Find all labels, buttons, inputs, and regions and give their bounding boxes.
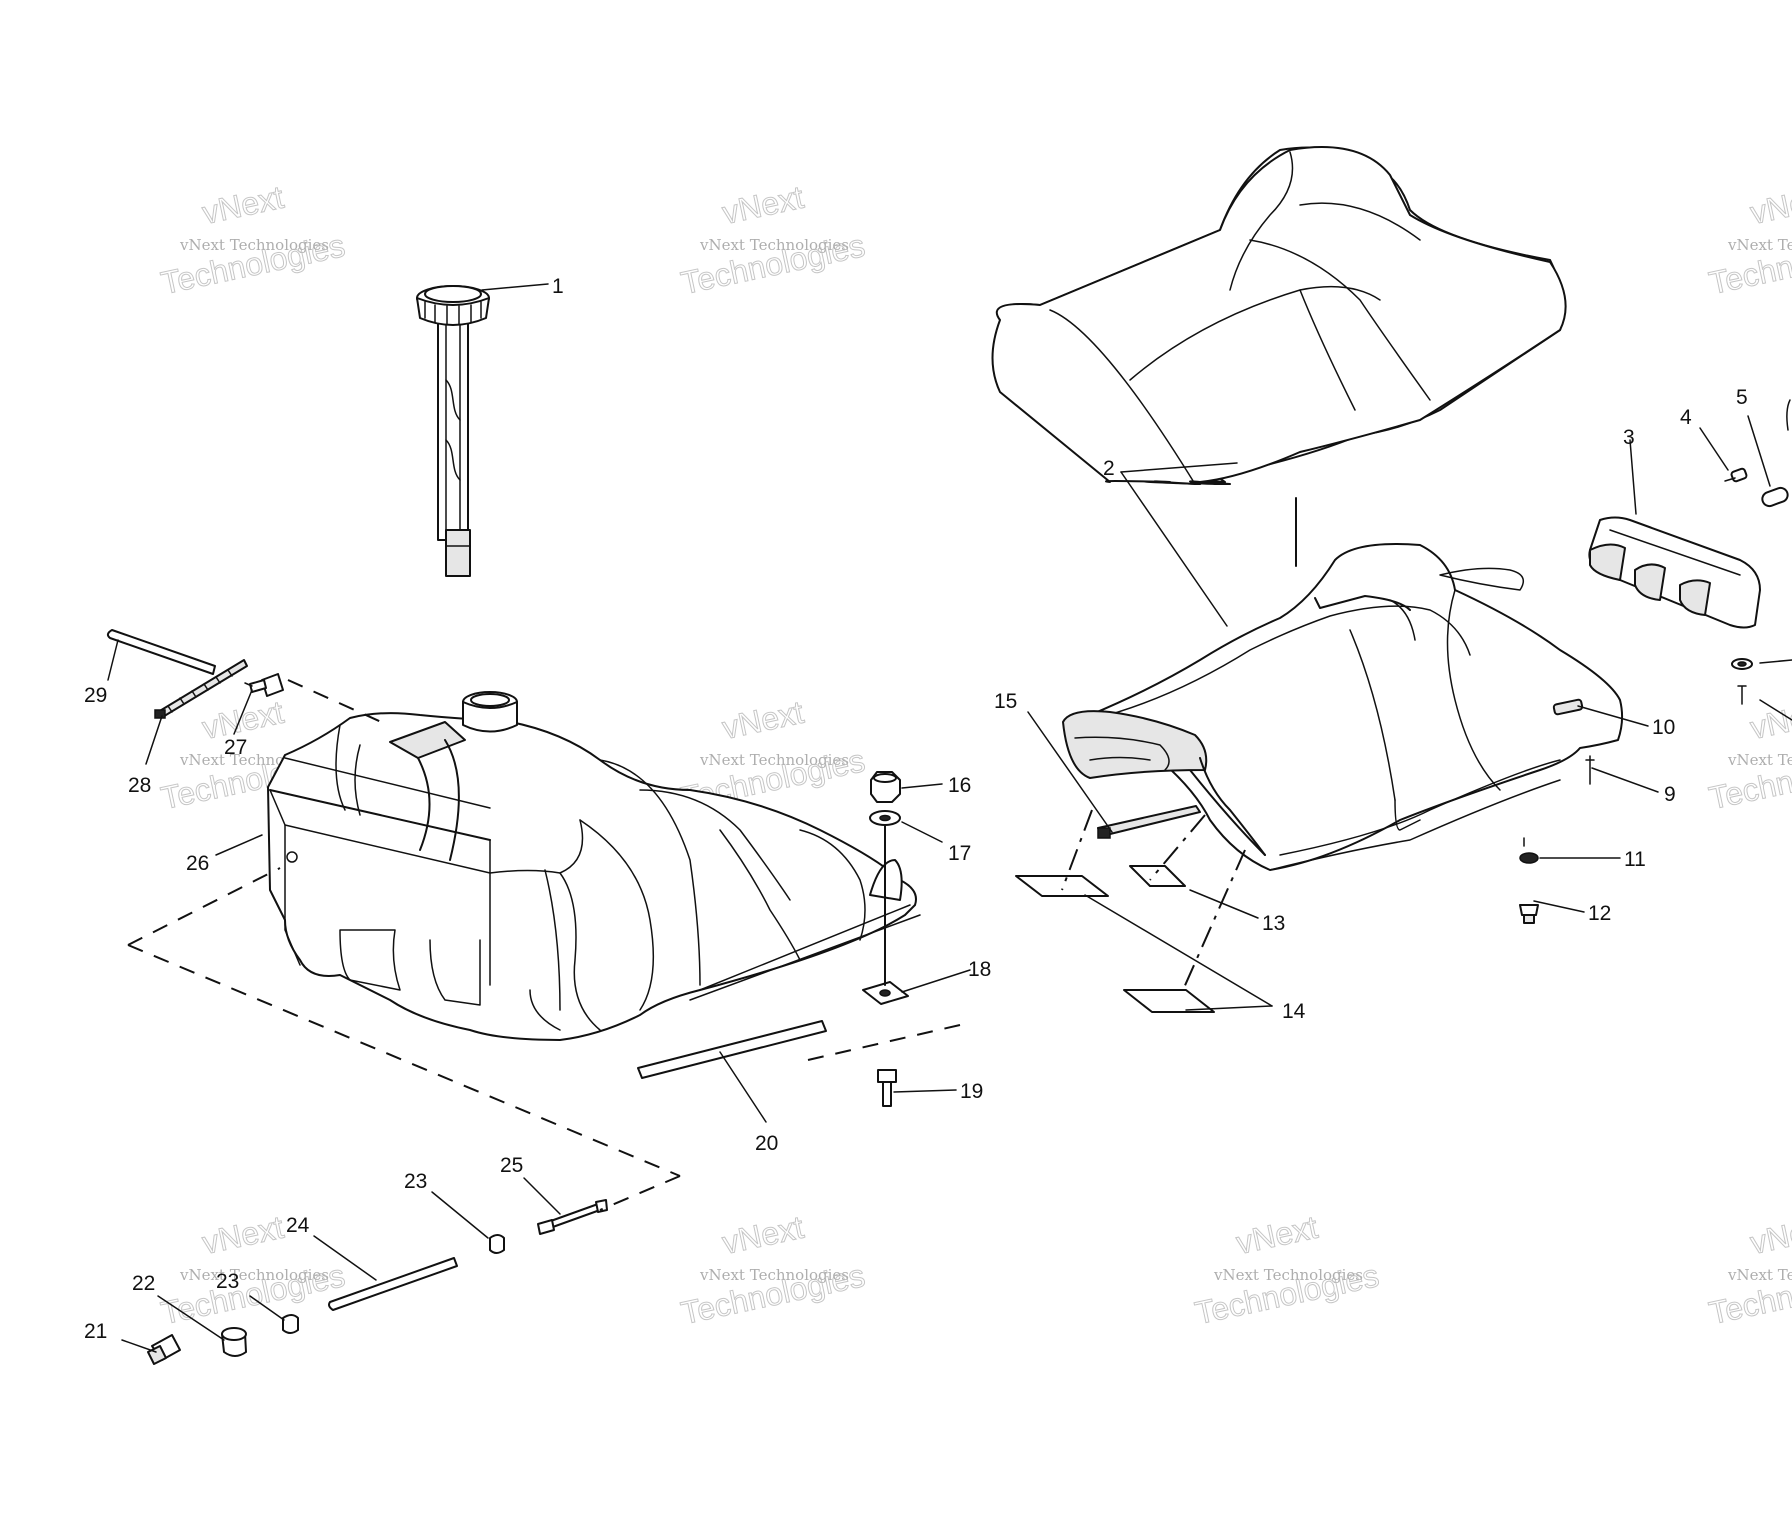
callout-3: 3 — [1623, 426, 1635, 449]
watermark-name: vNext Technologies — [1727, 1266, 1792, 1284]
part-hose-24 — [328, 1257, 458, 1311]
part-15-strap — [1097, 805, 1201, 837]
part-hose-29 — [106, 629, 216, 675]
watermark: vNext vNext Technologies Technologies — [1705, 178, 1792, 301]
part-latch-decals — [1015, 805, 1246, 1013]
watermark-name: vNext Technologies — [179, 236, 329, 254]
part-washer-17 — [869, 810, 901, 826]
watermark: vNext vNext Technologies Technologies — [157, 1208, 348, 1331]
callout-19: 19 — [960, 1080, 983, 1103]
callout-17: 17 — [948, 842, 971, 865]
part-grommet-22 — [221, 1327, 247, 1357]
part-12 — [1519, 904, 1539, 916]
watermark: vNext vNext Technologies Technologies — [1705, 1208, 1792, 1331]
callout-18: 18 — [968, 958, 991, 981]
part-bolt-19 — [877, 1069, 897, 1107]
part-pad-20 — [637, 1020, 827, 1079]
part-4 — [1730, 467, 1748, 483]
part-bracket — [1588, 516, 1761, 629]
callout-1: 1 — [552, 275, 564, 298]
watermark: vNext vNext Technologies Technologies — [157, 178, 348, 301]
watermark-name: vNext Technologies — [179, 1266, 329, 1284]
callout-14: 14 — [1282, 1000, 1306, 1023]
leader-lines — [107, 283, 1771, 1353]
part-plug-23b — [489, 1234, 505, 1254]
part-fuel-cap-sender — [416, 285, 490, 577]
part-13 — [1129, 865, 1186, 887]
part-11 — [1519, 852, 1539, 864]
part-seat — [1062, 497, 1624, 871]
callout-10: 10 — [1652, 716, 1675, 739]
callout-25: 25 — [500, 1154, 523, 1177]
callout-12: 12 — [1588, 902, 1611, 925]
part-fuel-tank — [267, 691, 921, 1041]
watermark-brand: vNext — [1233, 1209, 1321, 1261]
callout-21: 21 — [84, 1320, 107, 1343]
watermark: vNext vNext Technologies Technologies — [677, 1208, 868, 1331]
watermark-brand: vNext — [719, 694, 807, 746]
part-fitting-25 — [537, 1199, 608, 1235]
callout-23-left: 23 — [216, 1270, 239, 1293]
part-tie-strap-28 — [154, 659, 248, 719]
watermark-name: vNext Technologies — [699, 236, 849, 254]
callout-15: 15 — [994, 690, 1017, 713]
callout-4: 4 — [1680, 406, 1692, 429]
callout-24: 24 — [286, 1214, 310, 1237]
callout-9: 9 — [1664, 783, 1676, 806]
part-plug-23a — [282, 1314, 299, 1334]
watermark-brand: vNext — [199, 1209, 287, 1261]
watermark: vNext vNext Technologies Technologies — [1191, 1208, 1382, 1331]
watermark-brand: vNext — [719, 1209, 807, 1261]
part-hardware-right — [1519, 399, 1792, 924]
part-14a — [1015, 875, 1109, 897]
part-nut-16 — [870, 771, 901, 803]
callout-22: 22 — [132, 1272, 155, 1295]
watermark-name: vNext Technologies — [699, 1266, 849, 1284]
callout-29: 29 — [84, 684, 107, 707]
callout-20: 20 — [755, 1132, 778, 1155]
callout-labels: 1 2 3 4 5 9 10 11 12 13 14 15 16 17 18 1… — [84, 275, 1748, 1343]
watermark: vNext vNext Technologies Technologies — [677, 178, 868, 301]
part-fitting-27 — [244, 673, 284, 697]
callout-27: 27 — [224, 736, 247, 759]
watermark-brand: vNext — [1747, 694, 1792, 746]
part-14b — [1123, 989, 1215, 1013]
callout-28: 28 — [128, 774, 151, 797]
callout-26: 26 — [186, 852, 209, 875]
part-fitting-21 — [147, 1334, 181, 1365]
callout-5: 5 — [1736, 386, 1748, 409]
watermark-brand: vNext — [1747, 1209, 1792, 1261]
callout-2: 2 — [1103, 457, 1115, 480]
watermark-name: vNext Technologies — [1727, 236, 1792, 254]
part-5 — [1761, 486, 1789, 508]
part-mount-18 — [862, 981, 909, 1005]
watermark-brand: vNext — [199, 179, 287, 231]
assembly-lines — [127, 679, 961, 1211]
callout-23-right: 23 — [404, 1170, 427, 1193]
watermark-brand: vNext — [1747, 179, 1792, 231]
callout-11: 11 — [1624, 848, 1646, 871]
watermark-name: vNext Technologies — [699, 751, 849, 769]
part-seat-cover — [991, 146, 1567, 485]
callout-16: 16 — [948, 774, 971, 797]
watermark-brand: vNext — [719, 179, 807, 231]
callout-13: 13 — [1262, 912, 1285, 935]
watermark-name: vNext Technologies — [1213, 1266, 1363, 1284]
watermark-name: vNext Technologies — [1727, 751, 1792, 769]
